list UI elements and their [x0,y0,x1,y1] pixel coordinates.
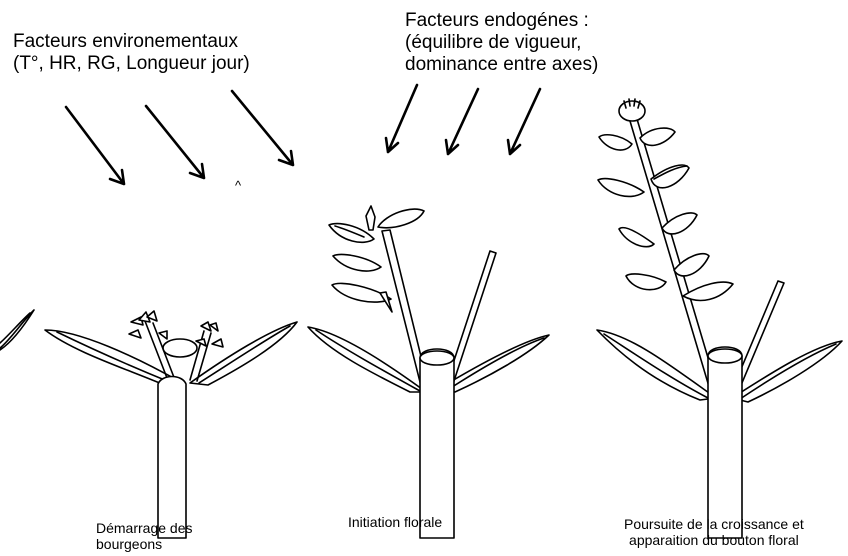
environmental-factors-heading: Facteurs environementaux (T°, HR, RG, Lo… [13,31,250,75]
heading-line: Facteurs endogénes : [405,10,598,32]
stage-caption-bud-burst: Démarrage des bourgeons [96,520,193,552]
caption-line: apparaition du bouton floral [624,532,804,548]
stage-caption-floral-initiation: Initiation florale [348,514,442,530]
environmental-arrows [66,91,293,184]
endogenous-factors-heading: Facteurs endogénes : (équilibre de vigue… [405,10,598,76]
edge-leaf [0,310,34,350]
caption-line: Initiation florale [348,514,442,530]
plant-floral-initiation [308,206,549,538]
plant-floral-bud [597,99,842,538]
caption-line: Démarrage des [96,520,193,536]
endogenous-arrows [386,85,540,154]
heading-line: Facteurs environementaux [13,31,250,53]
environmental-arrow [66,107,124,184]
endogenous-arrow [446,89,478,154]
heading-line: dominance entre axes) [405,54,598,76]
stage-caption-floral-bud: Poursuite de la croissance et apparaitio… [624,516,804,548]
caption-line: bourgeons [96,536,193,552]
heading-line: (T°, HR, RG, Longueur jour) [13,53,250,75]
plant-bud-burst [45,311,297,538]
stray-caret-mark: ^ [235,178,241,193]
heading-line: (équilibre de vigueur, [405,32,598,54]
caption-line: Poursuite de la croissance et [624,516,804,532]
environmental-arrow [232,91,293,165]
endogenous-arrow [386,85,417,152]
environmental-arrow [146,106,204,178]
endogenous-arrow [508,89,540,154]
